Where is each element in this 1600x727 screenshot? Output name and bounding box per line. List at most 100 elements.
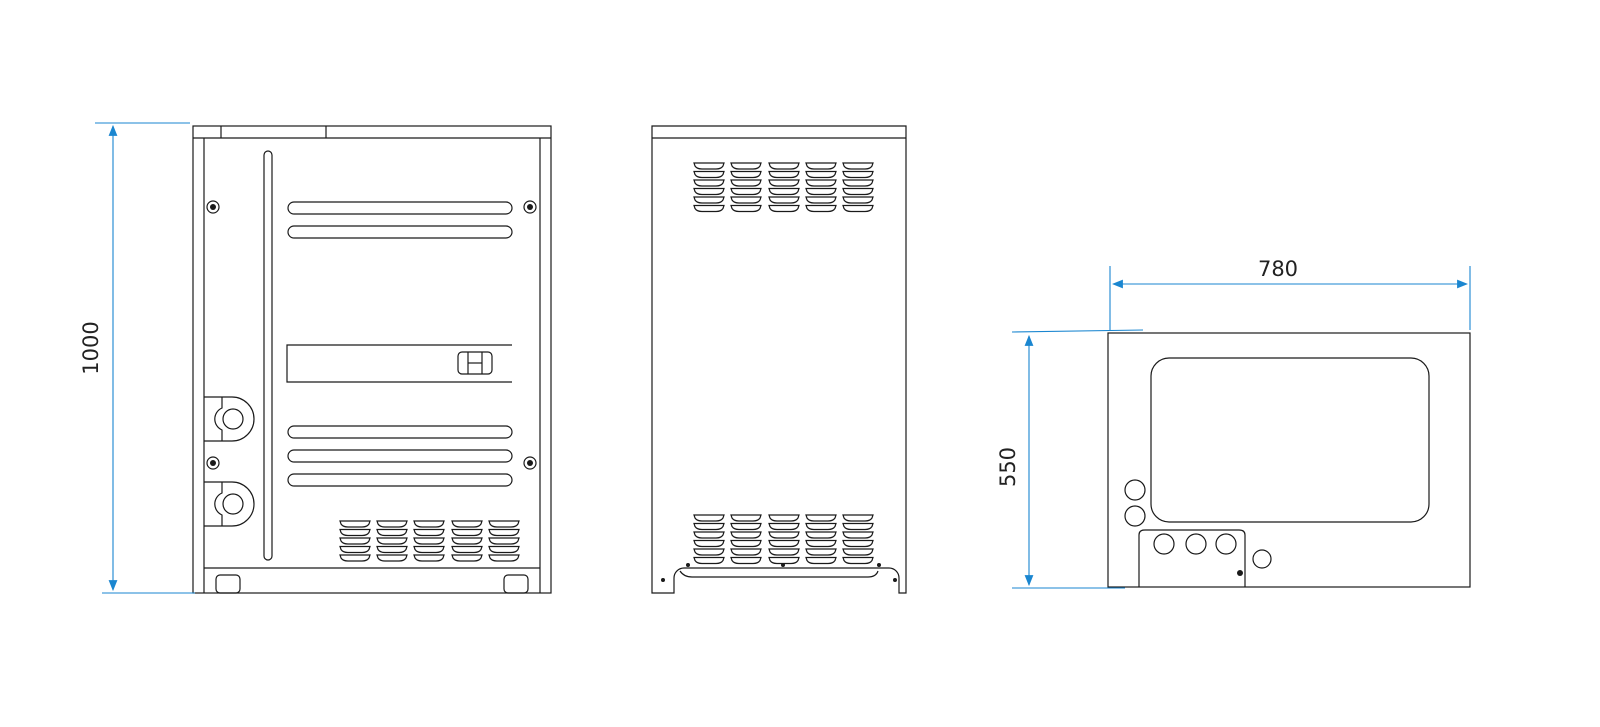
horizontal-slots (287, 201, 513, 487)
louver (413, 554, 445, 562)
louver (768, 179, 800, 187)
louver (768, 196, 800, 204)
louver (693, 522, 725, 531)
louver (451, 545, 483, 554)
dimension-depth: 550 (996, 329, 1144, 589)
louver (376, 528, 408, 537)
vertical-slot (263, 150, 273, 561)
louver (805, 556, 837, 565)
louver (842, 531, 874, 539)
louver (693, 196, 725, 204)
louver (842, 522, 874, 531)
louver (768, 187, 800, 196)
louver (730, 204, 762, 213)
louver (693, 556, 725, 565)
louver (805, 179, 837, 187)
panel-handle (286, 344, 512, 383)
louver (842, 179, 874, 187)
louver (768, 522, 800, 531)
louver (376, 537, 408, 545)
top-view (1107, 332, 1471, 588)
louver (376, 554, 408, 562)
louver (768, 170, 800, 179)
front-louvers (339, 520, 520, 562)
louver (730, 196, 762, 204)
louver (768, 531, 800, 539)
louver (339, 537, 371, 545)
louver (693, 170, 725, 179)
louver (842, 170, 874, 179)
louver (768, 539, 800, 548)
side-view (651, 125, 907, 594)
depth-label: 550 (996, 447, 1020, 487)
louver (842, 556, 874, 565)
louver (730, 531, 762, 539)
louver (842, 196, 874, 204)
louver (488, 520, 520, 528)
louver (842, 187, 874, 196)
louver (768, 204, 800, 213)
louver (376, 520, 408, 528)
louver (488, 554, 520, 562)
louver (805, 539, 837, 548)
louver (842, 539, 874, 548)
louver (805, 514, 837, 522)
louver (413, 545, 445, 554)
dimension-height: 1000 (79, 122, 195, 594)
louver (413, 537, 445, 545)
louver (451, 520, 483, 528)
louver (768, 514, 800, 522)
louver (451, 528, 483, 537)
louver (842, 162, 874, 170)
louver (805, 170, 837, 179)
louver (339, 545, 371, 554)
height-label: 1000 (79, 321, 103, 374)
louver (730, 539, 762, 548)
louver (730, 179, 762, 187)
louver (693, 539, 725, 548)
louver (339, 528, 371, 537)
louver (730, 548, 762, 556)
front-view (192, 125, 552, 594)
louver (339, 554, 371, 562)
side-louvers (693, 162, 874, 565)
louver (451, 537, 483, 545)
louver (730, 170, 762, 179)
louver (488, 537, 520, 545)
louver (805, 162, 837, 170)
louver (805, 531, 837, 539)
feet (215, 574, 529, 594)
louver (842, 548, 874, 556)
louver (730, 187, 762, 196)
louver (488, 545, 520, 554)
louver (768, 556, 800, 565)
louver (413, 528, 445, 537)
louver (693, 548, 725, 556)
louver (693, 162, 725, 170)
louver (842, 514, 874, 522)
pipe-connections (204, 396, 255, 527)
louver (693, 187, 725, 196)
louver (805, 548, 837, 556)
louver (730, 556, 762, 565)
louver (842, 204, 874, 213)
louver (768, 548, 800, 556)
louver (805, 187, 837, 196)
louver (805, 204, 837, 213)
dimension-width: 780 (1109, 257, 1471, 330)
louver (805, 522, 837, 531)
louver (413, 520, 445, 528)
louver (693, 531, 725, 539)
louver (693, 514, 725, 522)
louver (768, 162, 800, 170)
width-label: 780 (1258, 257, 1298, 281)
louver (488, 528, 520, 537)
top-opening (1150, 357, 1430, 523)
louver (730, 514, 762, 522)
louver (376, 545, 408, 554)
louver (693, 204, 725, 213)
louver (730, 522, 762, 531)
louver (730, 162, 762, 170)
louver (339, 520, 371, 528)
